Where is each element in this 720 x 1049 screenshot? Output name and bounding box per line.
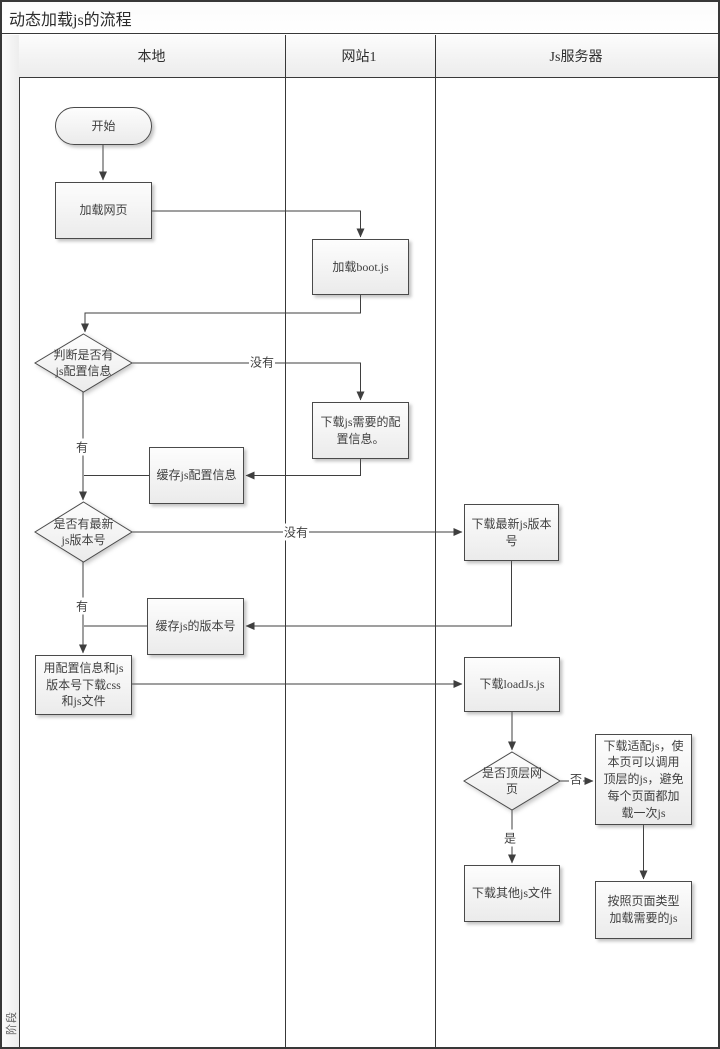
lane-header-website1[interactable]: 网站1 xyxy=(341,50,377,65)
decision-check-config-label: 判断是否有js配置信息 xyxy=(53,347,114,378)
lane-header-row: 本地 网站1 Js服务器 xyxy=(19,35,718,78)
branch-label-config-no: 没有 xyxy=(248,353,276,371)
decision-check-version-label: 是否有最新js版本号 xyxy=(53,516,114,547)
decision-check-toplevel-shape[interactable] xyxy=(463,751,561,811)
decision-check-version-shape[interactable] xyxy=(34,501,133,563)
phase-strip xyxy=(2,35,20,1047)
branch-label-toplevel-no: 否 xyxy=(568,770,584,788)
branch-label-toplevel-yes: 是 xyxy=(502,829,518,847)
diagram-title-bar: 动态加载js的流程 xyxy=(2,2,718,34)
lane-header-js-server[interactable]: Js服务器 xyxy=(549,50,603,65)
lane-divider-1 xyxy=(285,35,286,1047)
node-download-config[interactable]: 下载js需要的配置信息。 xyxy=(312,402,409,459)
node-load-page[interactable]: 加载网页 xyxy=(55,182,152,239)
node-download-loadjs[interactable]: 下载loadJs.js xyxy=(464,657,560,712)
edge-dlconfig-cacheconfig xyxy=(245,459,361,480)
node-download-other-js[interactable]: 下载其他js文件 xyxy=(464,865,560,922)
node-load-boot-js[interactable]: 加载boot.js xyxy=(312,239,409,295)
node-start[interactable]: 开始 xyxy=(55,107,152,145)
decision-check-config-shape[interactable] xyxy=(34,333,133,393)
node-cache-version[interactable]: 缓存js的版本号 xyxy=(147,598,244,655)
edge-loadboot-checkconfig xyxy=(81,295,361,333)
node-download-adapter-js[interactable]: 下载适配js，使本页可以调用顶层的js，避免每个页面都加载一次js xyxy=(595,734,692,825)
node-load-js-by-page-type[interactable]: 按照页面类型加载需要的js xyxy=(595,881,692,939)
branch-label-version-yes: 有 xyxy=(74,597,90,615)
lane-divider-2 xyxy=(435,35,436,1047)
branch-label-config-yes: 有 xyxy=(74,438,90,456)
lane-header-local[interactable]: 本地 xyxy=(137,50,166,65)
edge-checkconfig-dlconfig xyxy=(132,362,365,401)
node-download-latest-version[interactable]: 下载最新js版本号 xyxy=(464,504,559,561)
decision-check-toplevel-label: 是否顶层网页 xyxy=(481,765,542,796)
node-download-css-js[interactable]: 用配置信息和js版本号下载css和js文件 xyxy=(35,655,132,715)
branch-label-version-no: 没有 xyxy=(282,523,310,541)
diagram-title: 动态加载js的流程 xyxy=(9,11,132,29)
node-cache-config[interactable]: 缓存js配置信息 xyxy=(149,447,244,504)
edge-dlversion-cacheversion xyxy=(245,561,512,630)
edge-loadpage-loadboot xyxy=(152,210,365,238)
